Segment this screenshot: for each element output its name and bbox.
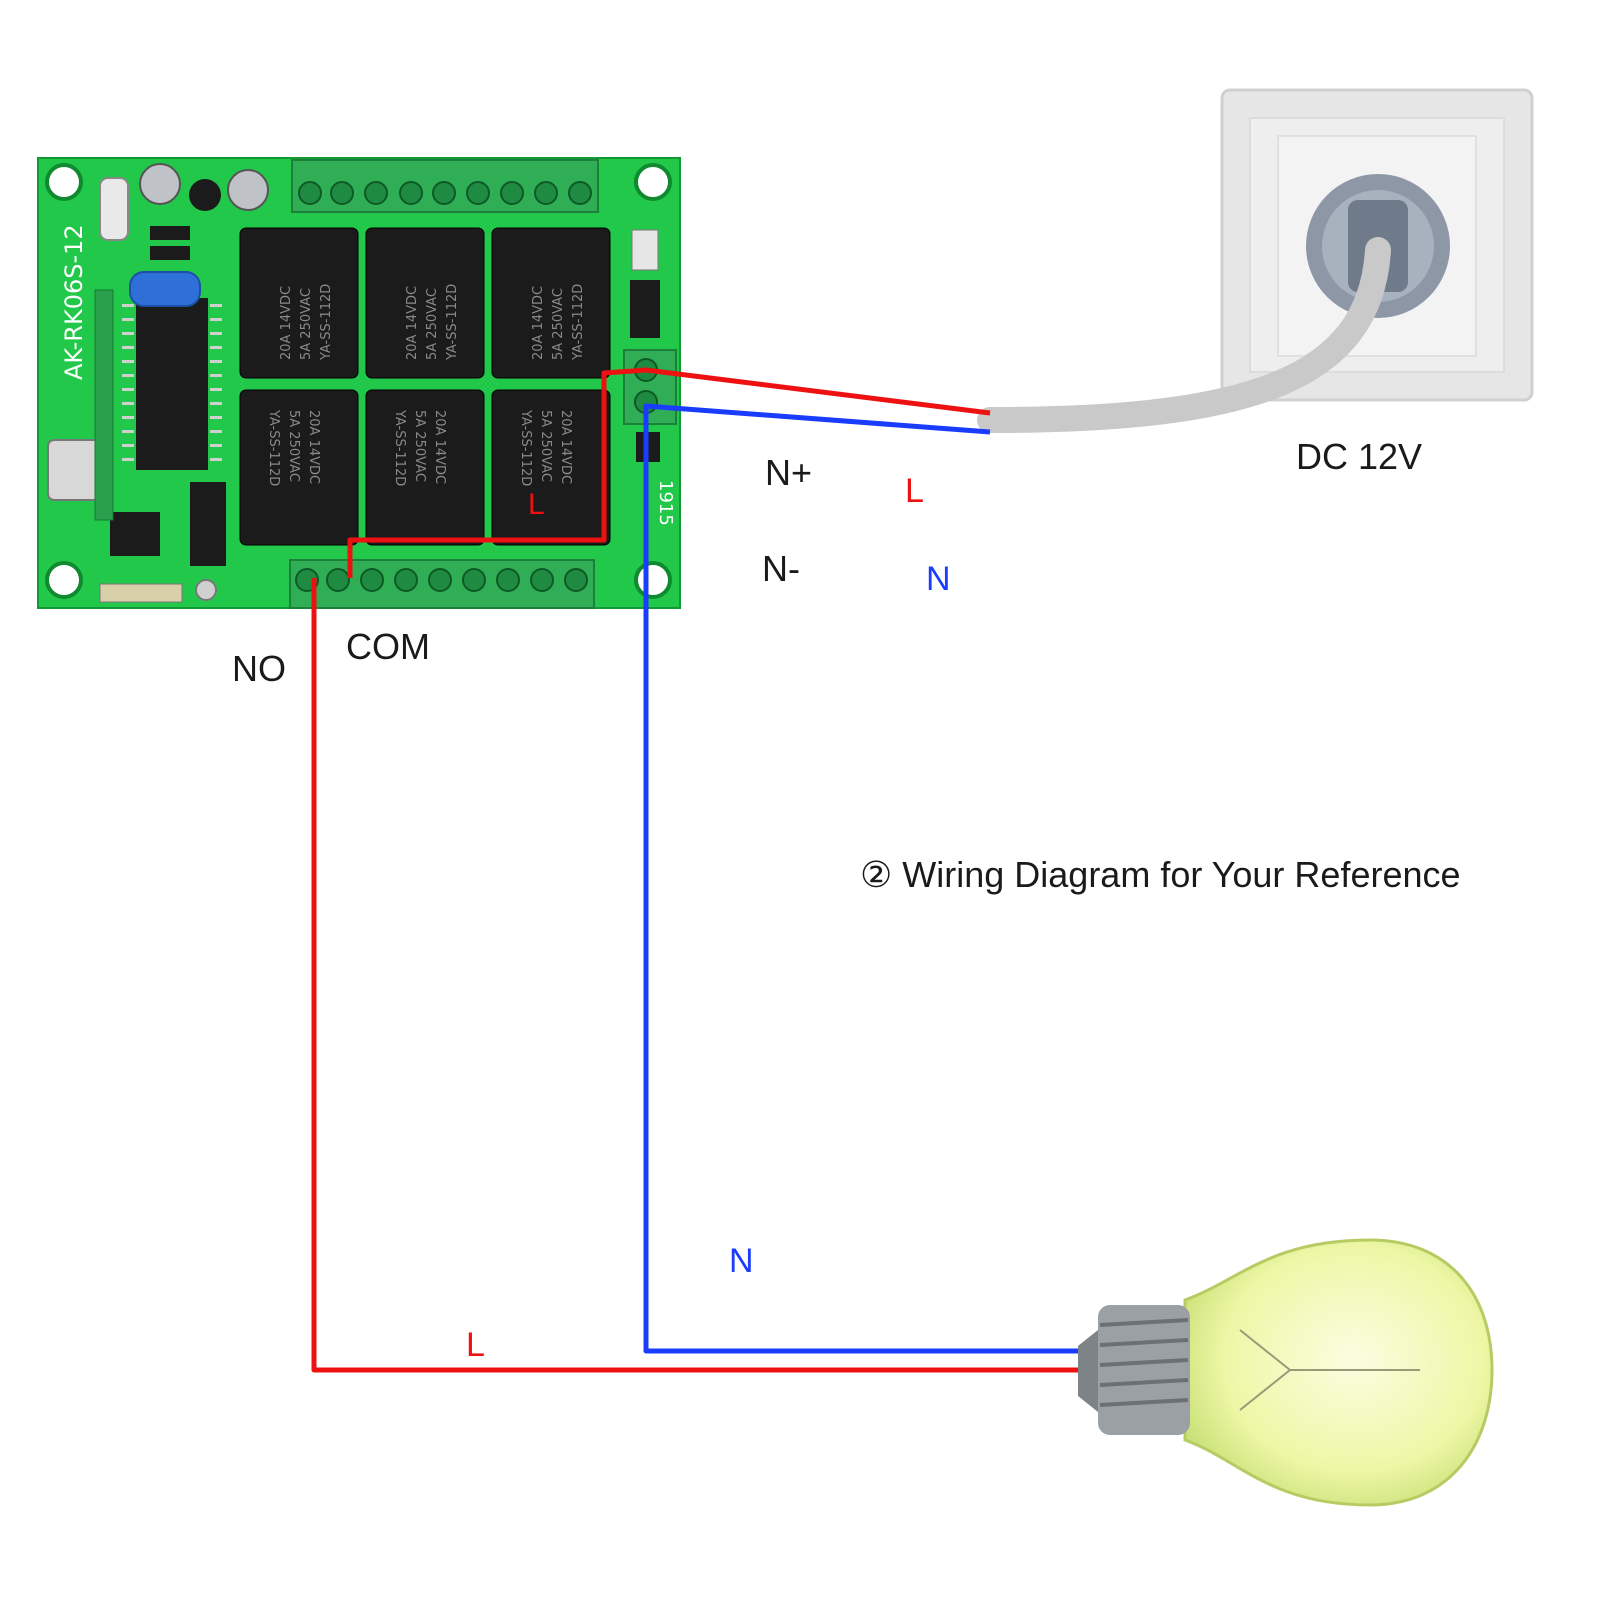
relay-rating-1: 20A 14VDC: [279, 286, 294, 360]
power-cable: [977, 237, 1391, 433]
diagram-caption: ② Wiring Diagram for Your Reference: [860, 854, 1461, 895]
relay-rating-7: 20A 14VDC: [531, 286, 546, 360]
relay-rating-13: 20A 14VDC: [432, 410, 447, 484]
wire-n-mid-label: N: [729, 1242, 754, 1280]
n-minus-label: N-: [762, 548, 800, 589]
relay-rating-8: 5A 250VAC: [551, 288, 566, 360]
supply-neutral-wire: [643, 403, 1080, 1354]
relay-rating-11: 5A 250VAC: [286, 410, 301, 482]
load-live-wire: [311, 578, 1080, 1373]
relay-rating-9: YA-SS-112D: [571, 284, 586, 361]
wire-l-bottom-label: L: [466, 1326, 485, 1364]
relay-rating-14: 5A 250VAC: [412, 410, 427, 482]
no-terminal-label: NO: [232, 648, 286, 689]
relay-rating-3: YA-SS-112D: [319, 284, 334, 361]
relay-rating-17: 5A 250VAC: [538, 410, 553, 482]
relay-rating-18: YA-SS-112D: [518, 409, 533, 486]
n-plus-label: N+: [765, 452, 813, 493]
com-terminal-label: COM: [346, 626, 430, 667]
relay-rating-10: 20A 14VDC: [306, 410, 321, 484]
relay-rating-12: YA-SS-112D: [266, 409, 281, 486]
relay-rating-4: 20A 14VDC: [405, 286, 420, 360]
relay-rating-5: 5A 250VAC: [425, 288, 440, 360]
relay-rating-2: 5A 250VAC: [299, 288, 314, 360]
dc-power-label: DC 12V: [1296, 436, 1423, 477]
wires: [311, 367, 1080, 1373]
supply-live-wire: [347, 367, 991, 578]
relay-rating-15: YA-SS-112D: [392, 409, 407, 486]
wire-l-top-label: L: [905, 472, 924, 510]
wire-l-board-label: L: [528, 488, 545, 521]
light-bulb-icon: [1078, 1238, 1494, 1507]
relay-rating-6: YA-SS-112D: [445, 284, 460, 361]
wire-n-top-label: N: [926, 560, 951, 598]
board-model-label: AK-RK06S-12: [60, 224, 88, 380]
board-chip-code: 1915: [655, 480, 676, 526]
relay-rating-16: 20A 14VDC: [558, 410, 573, 484]
relay-board-icon: 20A 14VDC 5A 250VAC YA-SS-112D 20A 14VDC…: [37, 157, 681, 609]
